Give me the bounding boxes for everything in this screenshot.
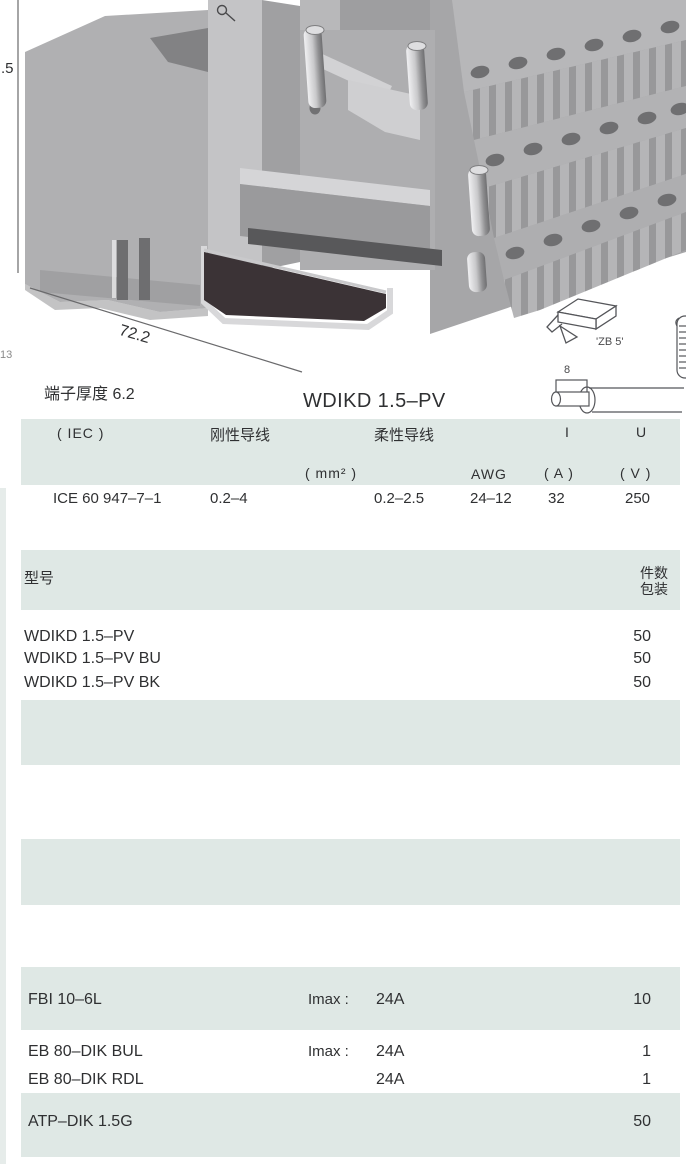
ruler-edge-drawing <box>675 315 686 379</box>
height-dimension-label: .5 <box>1 60 14 77</box>
qty-col-header: 件数 包装 <box>640 565 668 597</box>
qty-col-header-line2: 包装 <box>640 581 668 597</box>
product-photo-illustration <box>17 0 686 414</box>
accessory-qty: 1 <box>642 1071 651 1088</box>
zb5-marker-label: 'ZB 5' <box>596 336 624 348</box>
accessory-model: EB 80–DIK RDL <box>28 1071 144 1088</box>
spec-standard-value: ICE 60 947–7–1 <box>53 490 162 507</box>
leader-circle-mark <box>216 4 236 22</box>
accessory-band-fbi <box>21 967 680 1030</box>
model-row-name: WDIKD 1.5–PV <box>24 628 135 645</box>
accessory-model: EB 80–DIK BUL <box>28 1043 143 1060</box>
accessory-qty: 1 <box>642 1043 651 1060</box>
terminal-thickness-label: 端子厚度 6.2 <box>44 386 135 403</box>
spec-unit-awg: AWG <box>471 466 507 482</box>
accessory-param-label: Imax : <box>308 1043 349 1060</box>
spec-awg-value: 24–12 <box>470 490 512 507</box>
accessory-param-value: 24A <box>376 1071 405 1088</box>
din-rail <box>201 246 393 331</box>
page-edge-strip <box>0 488 6 1164</box>
spec-col-current: I <box>565 424 570 440</box>
wire-strip-drawing <box>550 379 684 414</box>
model-row-name: WDIKD 1.5–PV BU <box>24 650 161 667</box>
empty-row-band-2 <box>21 839 680 905</box>
spec-rigid-value: 0.2–4 <box>210 490 248 507</box>
accessory-model: FBI 10–6L <box>28 991 102 1008</box>
model-header-band <box>21 550 680 610</box>
spec-flexible-value: 0.2–2.5 <box>374 490 425 507</box>
model-row-name: WDIKD 1.5–PV BK <box>24 674 161 691</box>
accessory-param-value: 24A <box>376 1043 405 1060</box>
accessory-model: ATP–DIK 1.5G <box>28 1113 133 1130</box>
strip-length-label: 8 <box>564 364 571 376</box>
model-row-qty: 50 <box>633 674 651 691</box>
empty-row-band-1 <box>21 700 680 765</box>
accessory-qty: 10 <box>633 991 651 1008</box>
spec-col-voltage: U <box>636 424 648 440</box>
spec-col-standard: ( IEC ) <box>57 425 105 441</box>
spec-col-rigid: 刚性导线 <box>210 427 271 444</box>
terminal-body <box>25 0 686 334</box>
accessory-band-atp <box>21 1093 680 1157</box>
spec-voltage-value: 250 <box>625 490 651 507</box>
zb5-marker-drawing <box>546 298 618 344</box>
spec-unit-volt: ( V ) <box>620 465 652 481</box>
accessory-param-label: Imax : <box>308 991 349 1008</box>
page-number: 13 <box>0 349 13 361</box>
accessory-param-value: 24A <box>376 991 405 1008</box>
accessory-qty: 50 <box>633 1113 651 1130</box>
model-col-header: 型号 <box>24 570 55 587</box>
spec-col-flexible: 柔性导线 <box>374 427 435 444</box>
model-row-qty: 50 <box>633 650 651 667</box>
model-row-qty: 50 <box>633 628 651 645</box>
spec-unit-mm2: ( mm² ) <box>305 465 358 481</box>
spec-current-value: 32 <box>548 490 565 507</box>
spec-header-band <box>21 419 680 485</box>
clamp-screws <box>303 25 490 293</box>
page-title: WDIKD 1.5–PV <box>303 390 446 412</box>
spec-unit-amp: ( A ) <box>544 465 574 481</box>
test-holes <box>470 20 686 260</box>
qty-col-header-line1: 件数 <box>640 565 668 581</box>
dimension-lines <box>17 0 303 373</box>
